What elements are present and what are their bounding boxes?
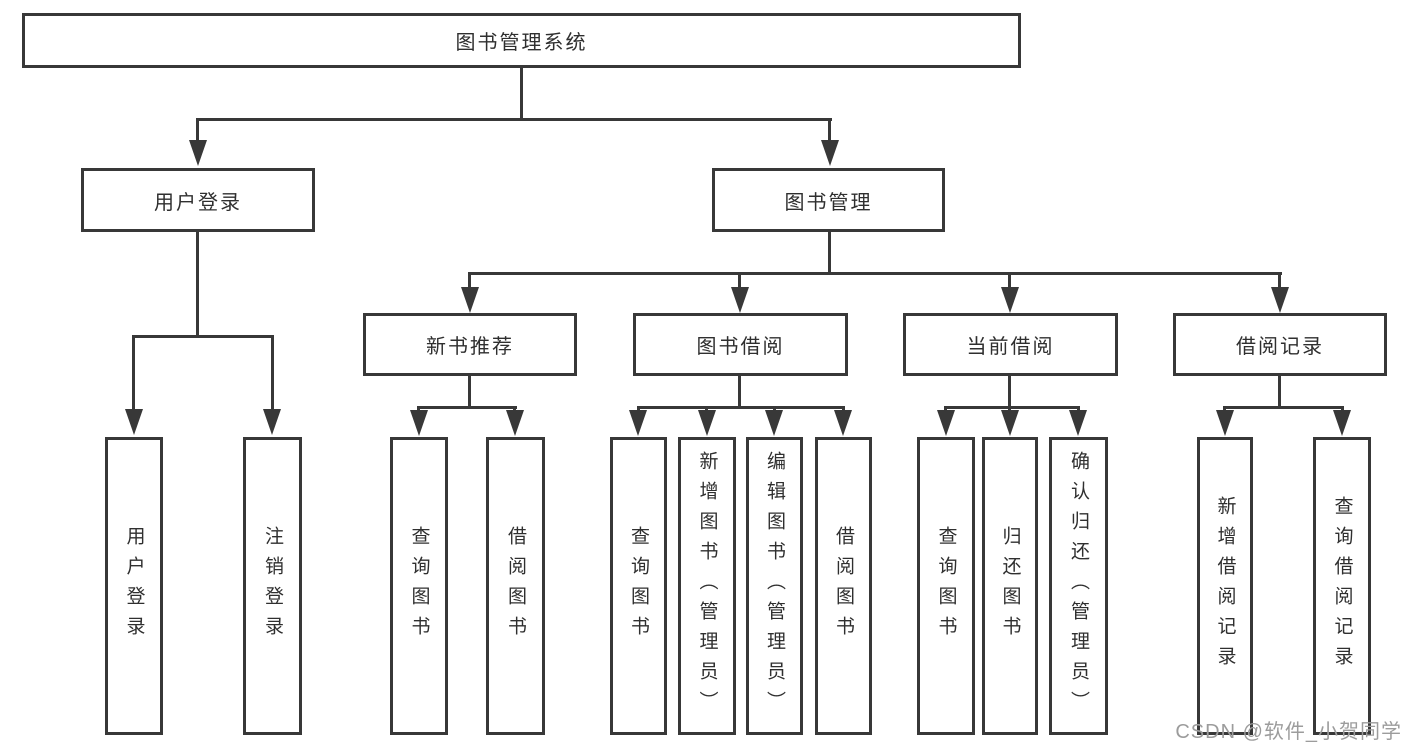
arrow-down-icon [731, 287, 749, 313]
connector-user-login-rail [132, 335, 273, 338]
leaf-edit-book-admin: 编辑图书（管理员） [746, 437, 803, 735]
connector-user-login-stem [196, 232, 199, 335]
arrow-down-icon [263, 409, 281, 435]
arrow-down-icon [410, 410, 428, 436]
arrow-down-icon [698, 410, 716, 436]
connector-book-mgmt-rail [469, 272, 1282, 275]
node-root-label: 图书管理系统 [455, 32, 588, 54]
node-book-borrow: 图书借阅 [633, 313, 848, 376]
leaf-add-borrow-record-label: 新增借阅记录 [1214, 496, 1236, 676]
connector-current-borrow-rail [944, 406, 1080, 409]
leaf-add-book-admin: 新增图书（管理员） [678, 437, 736, 735]
connector-drop-user-login [196, 118, 199, 144]
node-user-login: 用户登录 [81, 168, 315, 232]
arrow-down-icon [1271, 287, 1289, 313]
arrow-down-icon [765, 410, 783, 436]
node-user-login-label: 用户登录 [154, 191, 242, 214]
node-new-book-recommend-label: 新书推荐 [426, 336, 514, 358]
connector-book-borrow-stem [738, 376, 741, 406]
connector-drop-new-book [468, 272, 471, 288]
leaf-return-book: 归还图书 [982, 437, 1038, 735]
leaf-logout-label: 注销登录 [262, 526, 283, 646]
arrow-down-icon [834, 410, 852, 436]
arrow-down-icon [1333, 410, 1351, 436]
leaf-query-borrow-record-label: 查询借阅记录 [1331, 496, 1353, 676]
leaf-confirm-return-admin: 确认归还（管理员） [1049, 437, 1108, 735]
connector-borrow-record-rail [1223, 406, 1344, 409]
connector-borrow-record-stem [1278, 376, 1281, 406]
leaf-borrow-book-newbook: 借阅图书 [486, 437, 545, 735]
arrow-down-icon [125, 409, 143, 435]
leaf-borrow-book-borrow: 借阅图书 [815, 437, 872, 735]
leaf-return-book-label: 归还图书 [999, 526, 1021, 646]
arrow-down-icon [461, 287, 479, 313]
leaf-logout: 注销登录 [243, 437, 302, 735]
leaf-edit-book-admin-label: 编辑图书（管理员） [764, 451, 785, 721]
leaf-query-book-current-label: 查询图书 [935, 526, 957, 646]
arrow-down-icon [1069, 410, 1087, 436]
arrow-down-icon [189, 140, 207, 166]
node-book-borrow-label: 图书借阅 [696, 336, 785, 358]
leaf-user-login: 用户登录 [105, 437, 163, 735]
connector-drop-book-borrow [738, 272, 741, 288]
connector-book-mgmt-stem [828, 232, 831, 272]
leaf-query-book-borrow-label: 查询图书 [628, 526, 649, 646]
node-current-borrow-label: 当前借阅 [966, 336, 1055, 358]
connector-new-book-stem [468, 376, 471, 406]
arrow-down-icon [821, 140, 839, 166]
arrow-down-icon [1001, 287, 1019, 313]
node-new-book-recommend: 新书推荐 [363, 313, 577, 376]
connector-drop-current-borrow [1008, 272, 1011, 288]
connector-drop-leaf-user-login [132, 335, 135, 411]
leaf-add-book-admin-label: 新增图书（管理员） [696, 451, 718, 721]
connector-new-book-rail [418, 406, 517, 409]
leaf-add-borrow-record: 新增借阅记录 [1197, 437, 1253, 735]
connector-root-rail [197, 118, 832, 121]
connector-book-borrow-rail [637, 406, 845, 409]
arrow-down-icon [1216, 410, 1234, 436]
connector-drop-borrow-record [1278, 272, 1281, 288]
leaf-query-book-newbook-label: 查询图书 [408, 526, 430, 646]
arrow-down-icon [506, 410, 524, 436]
leaf-confirm-return-admin-label: 确认归还（管理员） [1068, 451, 1089, 721]
arrow-down-icon [937, 410, 955, 436]
leaf-query-book-current: 查询图书 [917, 437, 975, 735]
arrow-down-icon [629, 410, 647, 436]
connector-drop-book-mgmt [828, 118, 831, 144]
leaf-query-borrow-record: 查询借阅记录 [1313, 437, 1371, 735]
leaf-query-book-newbook: 查询图书 [390, 437, 448, 735]
node-book-mgmt-label: 图书管理 [784, 191, 873, 214]
node-borrow-record: 借阅记录 [1173, 313, 1387, 376]
arrow-down-icon [1001, 410, 1019, 436]
node-root: 图书管理系统 [22, 13, 1021, 68]
connector-root-stem [520, 68, 523, 118]
connector-current-borrow-stem [1008, 376, 1011, 406]
leaf-borrow-book-newbook-label: 借阅图书 [505, 526, 526, 646]
node-book-mgmt: 图书管理 [712, 168, 945, 232]
node-current-borrow: 当前借阅 [903, 313, 1118, 376]
leaf-query-book-borrow: 查询图书 [610, 437, 667, 735]
leaf-user-login-label: 用户登录 [123, 526, 145, 646]
watermark: CSDN @软件_小贺同学 [1175, 721, 1402, 743]
leaf-borrow-book-borrow-label: 借阅图书 [833, 526, 854, 646]
node-borrow-record-label: 借阅记录 [1236, 336, 1324, 358]
connector-drop-leaf-logout [271, 335, 274, 411]
